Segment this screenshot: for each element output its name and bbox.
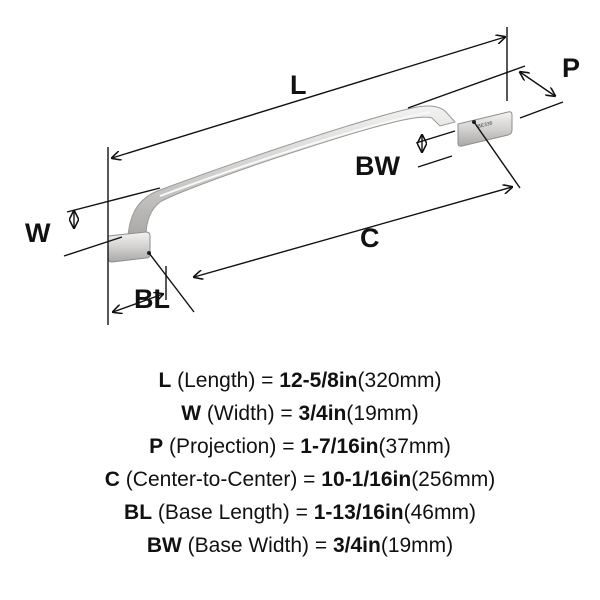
spec-name: (Width) = [206,402,293,425]
spec-metric: (256mm) [411,468,496,491]
label-length: L [290,70,307,100]
spec-key: W [181,402,202,425]
spec-imperial: 1-13/16in [313,501,404,524]
spec-row-l: L (Length) = 12-5/8in(320mm) [0,364,600,397]
spec-imperial: 3/4in [298,402,347,425]
spec-imperial: 3/4in [332,534,381,557]
spec-row-p: P (Projection) = 1-7/16in(37mm) [0,430,600,463]
spec-metric: (37mm) [378,435,451,458]
spec-imperial: 10-1/16in [321,468,412,491]
spec-imperial: 1-7/16in [300,435,379,458]
right-base [457,111,513,147]
spec-row-bl: BL (Base Length) = 1-13/16in(46mm) [0,496,600,529]
spec-name: (Base Width) = [187,534,328,557]
label-width: W [25,218,51,248]
specifications-list: L (Length) = 12-5/8in(320mm)W (Width) = … [0,364,600,562]
label-base-width: BW [355,151,400,181]
spec-metric: (46mm) [403,501,476,524]
spec-metric: (320mm) [357,369,442,392]
spec-name: (Length) = [177,369,274,392]
spec-metric: (19mm) [346,402,419,425]
spec-key: P [149,435,164,458]
spec-key: L [158,369,172,392]
dimension-diagram: BE338 L P BW W C BL [25,27,580,325]
spec-row-w: W (Width) = 3/4in(19mm) [0,397,600,430]
cabinet-pull-handle: BE338 [107,105,513,263]
spec-key: BL [124,501,153,524]
spec-key: BW [146,534,182,557]
spec-row-c: C (Center-to-Center) = 10-1/16in(256mm) [0,463,600,496]
spec-name: (Projection) = [168,435,295,458]
spec-row-bw: BW (Base Width) = 3/4in(19mm) [0,529,600,562]
dimension-lines [63,27,564,325]
spec-metric: (19mm) [380,534,454,557]
spec-imperial: 12-5/8in [279,369,358,392]
spec-name: (Center-to-Center) = [125,468,316,491]
label-projection: P [562,53,580,83]
label-base-length: BL [134,284,170,314]
label-center-to-center: C [360,223,380,253]
left-base [107,231,151,263]
spec-name: (Base Length) = [157,501,308,524]
spec-key: C [104,468,120,491]
